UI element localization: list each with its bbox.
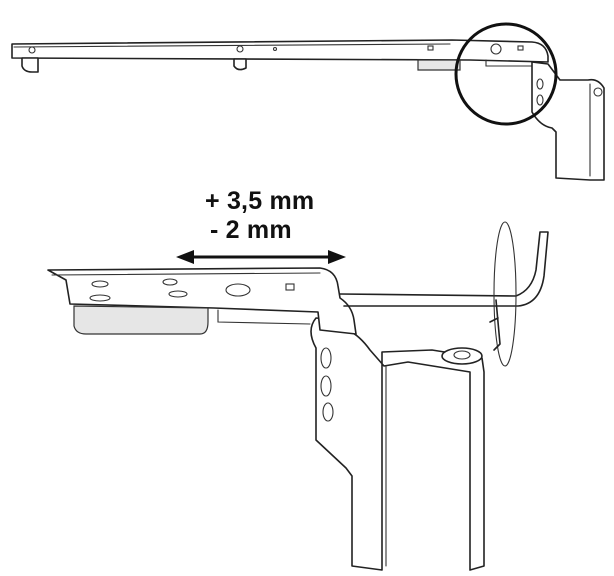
detail-marker-circle: [454, 22, 558, 126]
overview-stay-arm: [11, 22, 605, 181]
adjustment-plus-label: + 3,5 mm: [205, 187, 315, 215]
adjustment-minus-label: - 2 mm: [210, 216, 292, 244]
rotation-ellipse: [493, 221, 517, 367]
adjustment-range-arrow: [176, 250, 346, 264]
detail-hinge-assembly: [47, 221, 549, 571]
